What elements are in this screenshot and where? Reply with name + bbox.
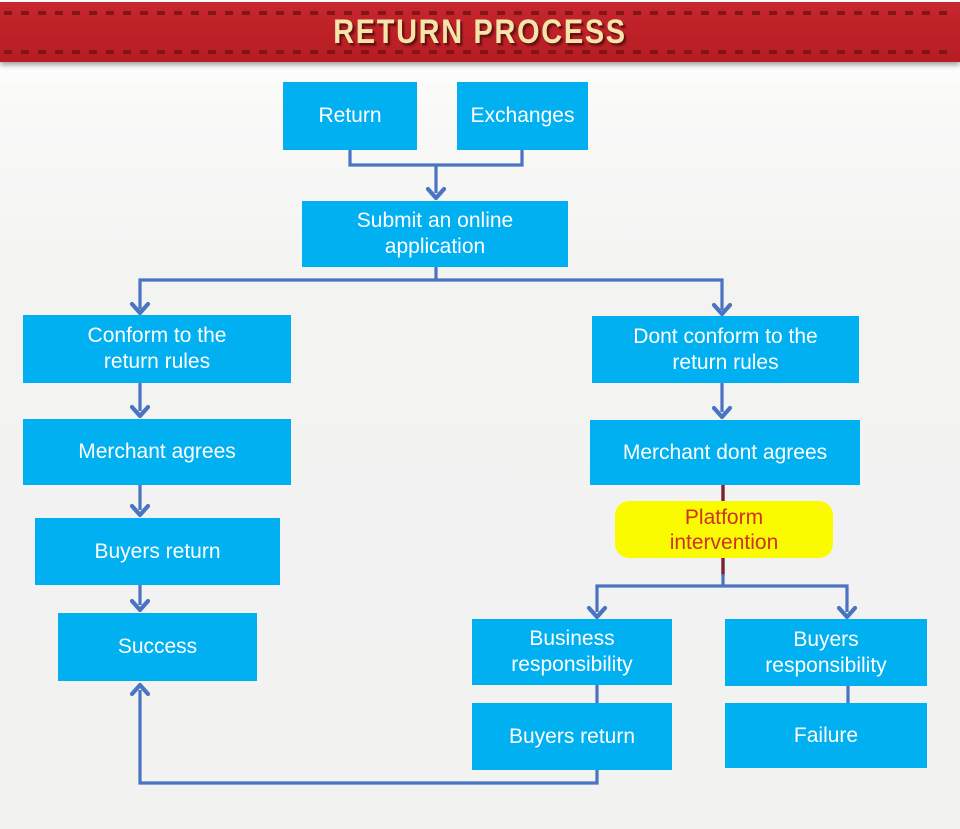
node-platform-intervention-label: Platform intervention: [669, 505, 779, 554]
node-success: Success: [58, 613, 257, 681]
arrowhead-into-buyers-resp: [836, 605, 858, 620]
node-business-responsibility: Business responsibility: [472, 619, 672, 685]
node-return-label: Return: [318, 104, 382, 127]
arrowhead-into-buyers-return: [129, 503, 151, 518]
node-buyers-return-bottom: Buyers return: [472, 703, 672, 770]
node-buyers-return-left-label: Buyers return: [94, 539, 221, 563]
node-business-responsibility-label: Business responsibility: [511, 627, 633, 676]
arrowhead-into-merchant-agrees: [129, 404, 151, 419]
stitch-border-bottom: [4, 50, 956, 54]
stitch-border-top: [4, 11, 956, 15]
arrowhead-into-submit: [425, 186, 447, 201]
node-buyers-responsibility: Buyers responsibility: [725, 619, 927, 686]
connector-loopback-to-success: [138, 690, 599, 785]
node-dont-conform-rules: Dont conform to the return rules: [592, 316, 859, 383]
connector-main-split: [138, 278, 724, 310]
arrowhead-into-conform: [129, 301, 151, 316]
header-banner: RETURN PROCESS: [0, 2, 960, 62]
node-submit-application-label: Submit an online application: [356, 209, 514, 258]
node-submit-application: Submit an online application: [302, 201, 568, 267]
node-buyers-return-left: Buyers return: [35, 518, 280, 585]
node-merchant-agrees: Merchant agrees: [23, 419, 291, 485]
node-platform-intervention: Platform intervention: [615, 501, 833, 558]
node-failure: Failure: [725, 703, 927, 768]
node-buyers-return-bottom-label: Buyers return: [508, 724, 636, 748]
arrowhead-into-merchant-dont-agrees: [711, 405, 733, 420]
node-return: Return: [283, 82, 417, 150]
node-merchant-dont-agrees-label: Merchant dont agrees: [622, 440, 828, 464]
arrowhead-into-dont-conform: [711, 302, 733, 317]
node-failure-label: Failure: [793, 723, 859, 747]
node-conform-rules-label: Conform to the return rules: [87, 324, 227, 373]
node-exchanges: Exchanges: [457, 82, 588, 150]
page-title: RETURN PROCESS: [333, 12, 627, 51]
connector-platform-split: [595, 584, 849, 612]
node-merchant-agrees-label: Merchant agrees: [78, 440, 236, 463]
arrowhead-up-into-success: [129, 682, 151, 697]
node-dont-conform-rules-label: Dont conform to the return rules: [633, 324, 818, 374]
node-merchant-dont-agrees: Merchant dont agrees: [590, 420, 860, 485]
connector-merge-bracket: [348, 149, 524, 167]
node-exchanges-label: Exchanges: [470, 104, 575, 127]
arrowhead-into-success: [129, 598, 151, 613]
arrowhead-into-business-resp: [586, 605, 608, 620]
node-success-label: Success: [117, 635, 198, 658]
node-conform-rules: Conform to the return rules: [23, 315, 291, 383]
node-buyers-responsibility-label: Buyers responsibility: [765, 627, 887, 677]
